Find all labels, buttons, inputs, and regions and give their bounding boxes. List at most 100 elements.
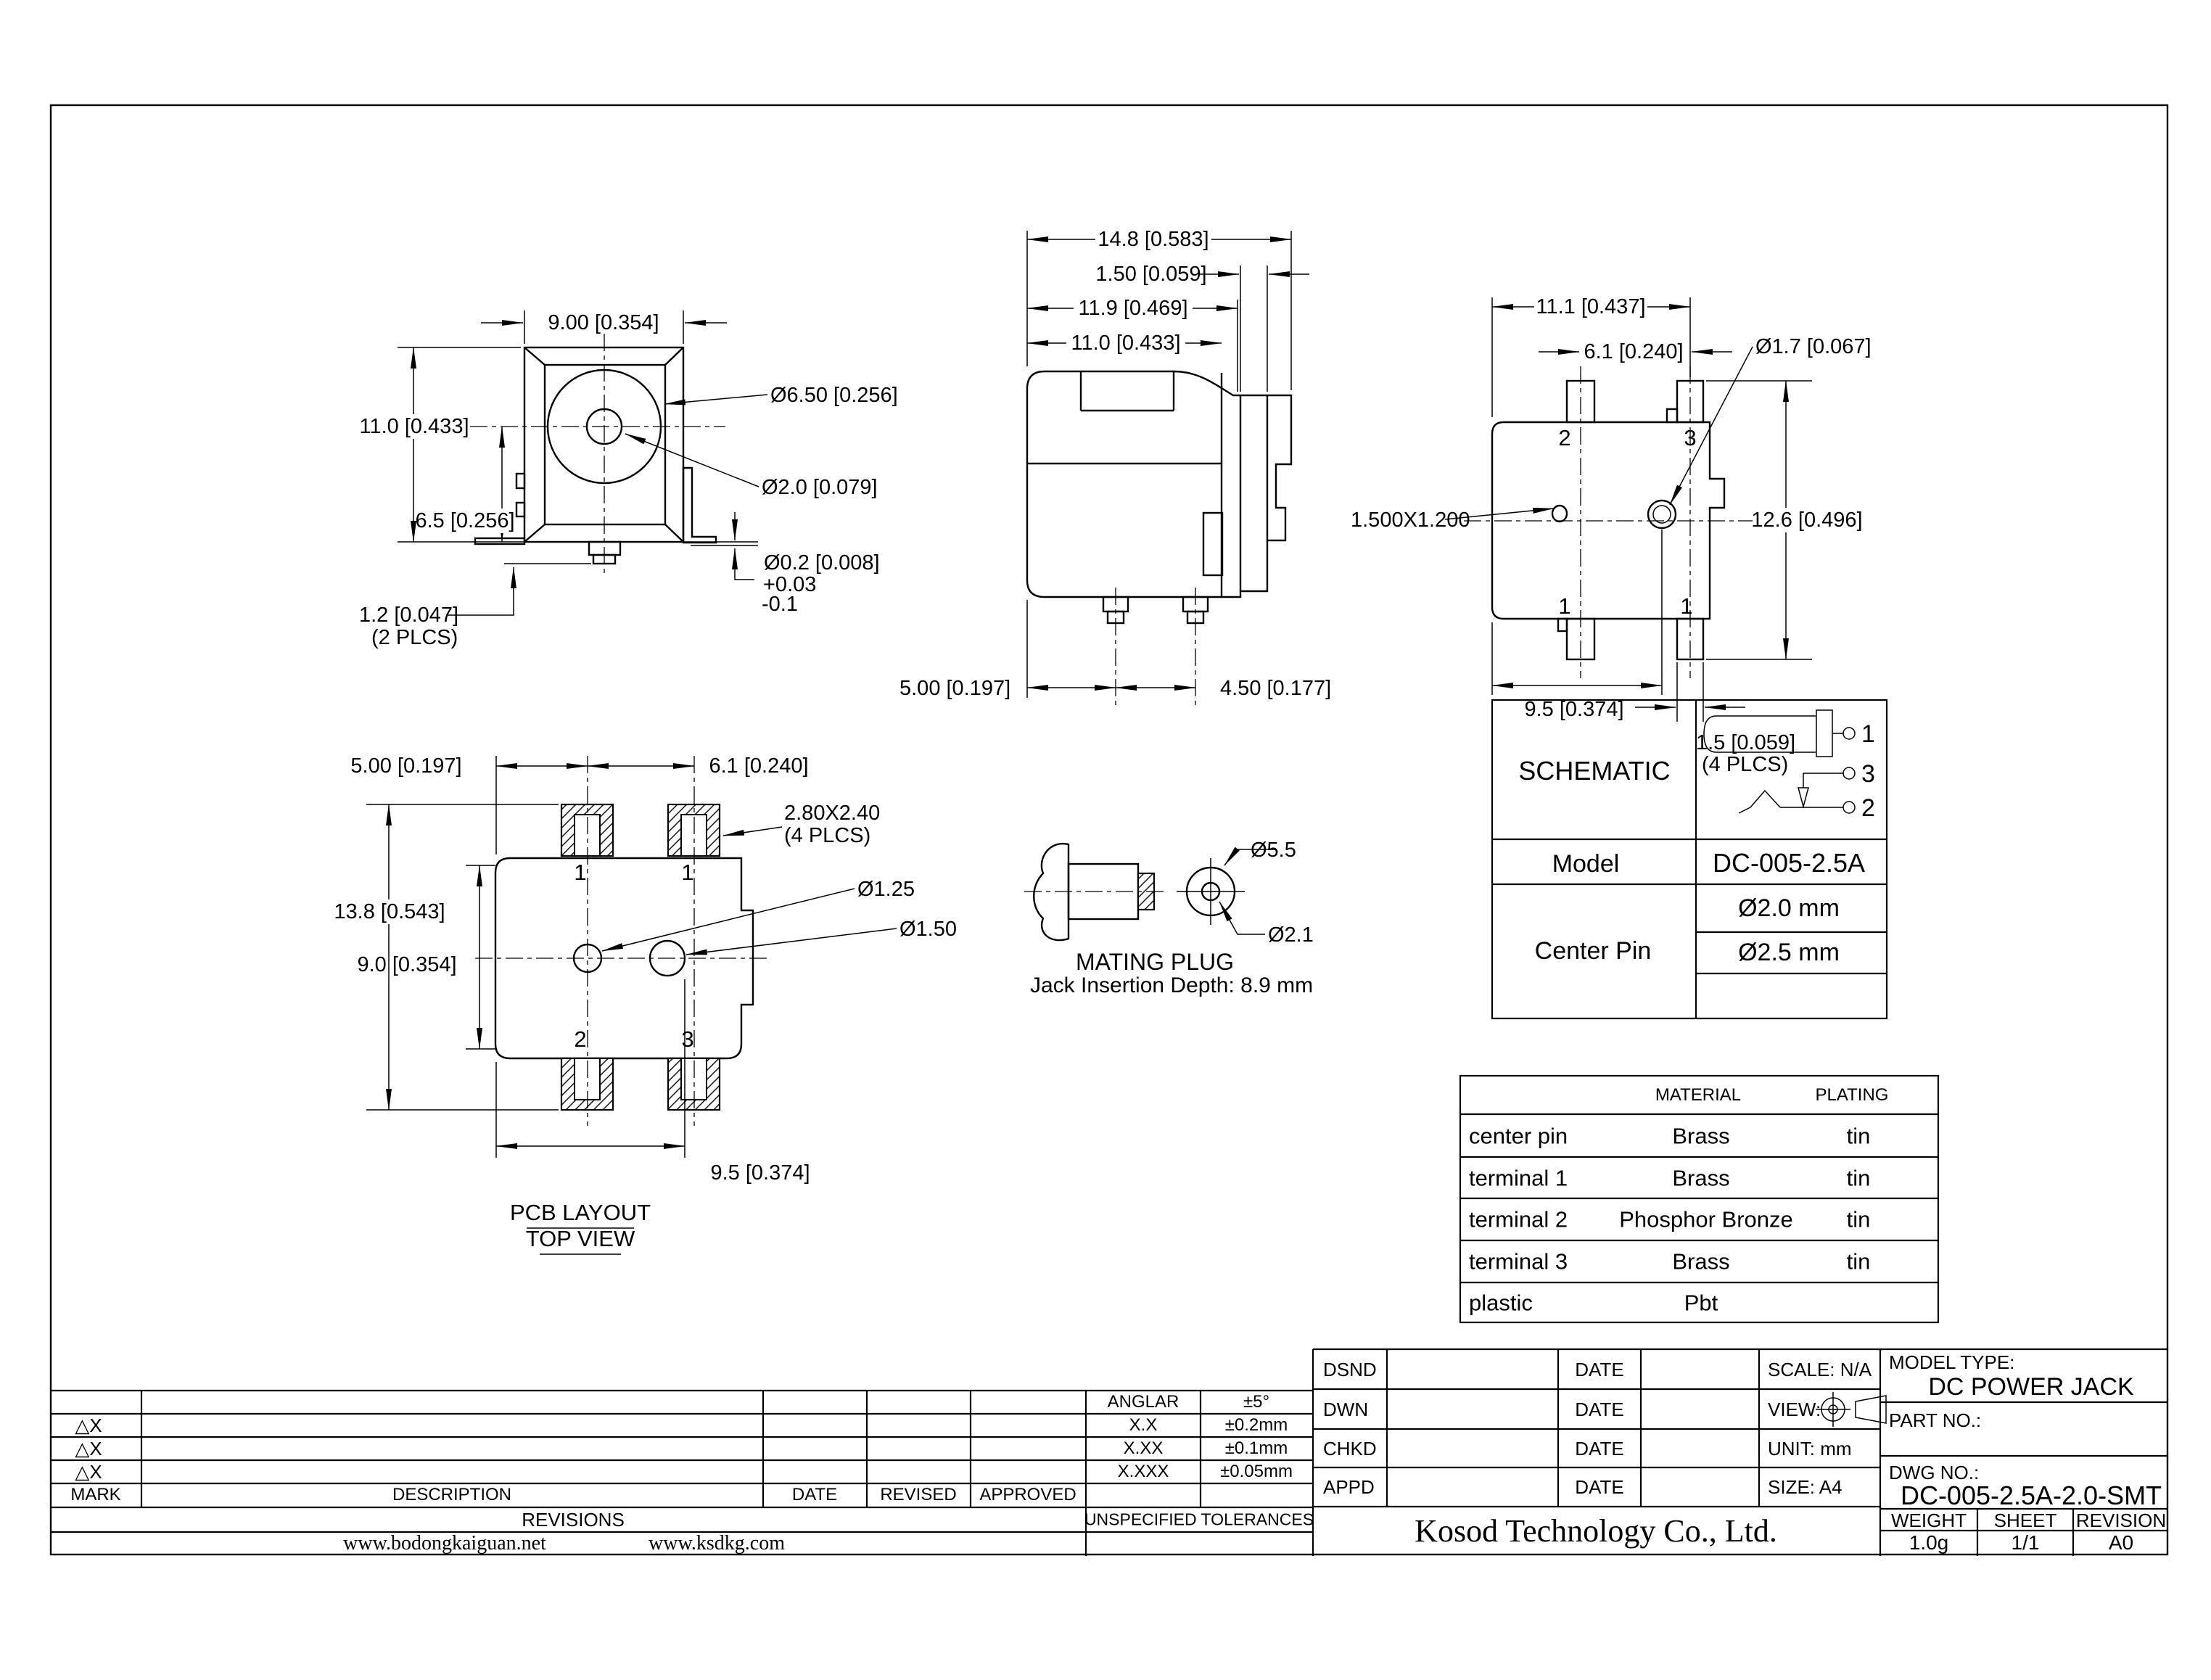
side-dim-pitch: 4.50 [0.177] (1115, 677, 1331, 700)
appd-label: APPD (1323, 1476, 1375, 1498)
front-dim-center-label: 6.5 [0.256] (415, 509, 514, 532)
front-dim-standoff: Ø0.2 [0.008] +0.03 -0.1 (732, 512, 880, 616)
front-dim-outer-label: Ø6.50 [0.256] (770, 384, 898, 407)
pcb-dim-hole2: Ø1.50 (685, 918, 957, 955)
material-row-part: center pin (1469, 1123, 1568, 1149)
top-view: 2 3 1 1 11.1 [0.437] 6.1 [0.240] Ø1.7 [0… (1351, 295, 1872, 776)
company-url-1: www.bodongkaiguan.net (343, 1532, 546, 1555)
side-dim-b1: 11.0 [0.433] (1026, 331, 1222, 355)
sheet-frame (49, 104, 2169, 1556)
dwg-no-label: DWG NO.: (1889, 1462, 1980, 1483)
side-dim-b2-label: 11.9 [0.469] (1078, 297, 1187, 320)
tolerance-value: ±5° (1243, 1392, 1270, 1412)
view-label: VIEW: (1768, 1399, 1821, 1420)
side-view: 14.8 [0.583] 1.50 [0.059] 11.9 [0.469] 1… (899, 227, 1331, 707)
plug-note: Jack Insertion Depth: 8.9 mm (1030, 973, 1313, 997)
front-dim-pad-note: (2 PLCS) (371, 626, 458, 649)
revised-column-header: REVISED (880, 1485, 957, 1504)
titleblock-grid (51, 1348, 2167, 1556)
front-dim-standoff-label: Ø0.2 [0.008] (764, 551, 880, 575)
pcb-caption-line1: PCB LAYOUT (510, 1200, 651, 1225)
material-row-plating: tin (1846, 1206, 1871, 1232)
center-pin-d2: Ø2.5 mm (1738, 939, 1840, 966)
sheet-label: SHEET (1993, 1510, 2057, 1531)
model-value: DC-005-2.5A (1712, 848, 1866, 878)
front-tol-plus: +0.03 (763, 573, 816, 596)
pcb-pad1b-num: 1 (681, 860, 693, 885)
company-name: Kosod Technology Co., Ltd. (1415, 1513, 1777, 1549)
material-row-part: terminal 2 (1469, 1206, 1568, 1232)
plug-dim-inner-label: Ø2.1 (1268, 923, 1314, 947)
top-dim-width: 11.1 [0.437] (1491, 295, 1691, 417)
dwg-no-value: DC-005-2.5A-2.0-SMT (1900, 1481, 2162, 1510)
dsnd-label: DSND (1323, 1359, 1377, 1380)
front-tol-minus: -0.1 (762, 593, 798, 616)
projection-symbol-icon (1816, 1392, 1887, 1427)
schematic-symbol: 1 3 2 (1703, 709, 1875, 822)
side-dim-tip: 1.50 [0.059] (1095, 263, 1309, 392)
material-row-part: terminal 1 (1469, 1165, 1568, 1191)
top-dim-pad-label: 1.5 [0.059] (1696, 731, 1795, 754)
pcb-dim-hole1: Ø1.25 (601, 878, 915, 952)
date-label: DATE (1575, 1438, 1624, 1459)
tolerance-value: ±0.1mm (1224, 1438, 1288, 1458)
side-dim-foot-label: 5.00 [0.197] (899, 677, 1010, 700)
pcb-dim-hole-x: 9.5 [0.374] (495, 979, 810, 1185)
pcb-dim-mid-label: 9.0 [0.354] (357, 953, 456, 976)
size-label: SIZE: A4 (1768, 1476, 1842, 1498)
model-type-value: DC POWER JACK (1928, 1373, 2134, 1401)
approved-column-header: APPROVED (979, 1485, 1076, 1504)
unit-label: UNIT: mm (1768, 1438, 1852, 1459)
date-label: DATE (1575, 1399, 1624, 1420)
top-dim-pitch: 6.1 [0.240] (1539, 340, 1732, 363)
tolerance-label: ANGLAR (1107, 1392, 1179, 1412)
top-dim-slot-label: 1.500X1.200 (1351, 508, 1470, 532)
front-dim-width-label: 9.00 [0.354] (548, 311, 659, 334)
pcb-body-outline (494, 857, 754, 1060)
top-dim-pad-note: (4 PLCS) (1702, 753, 1788, 776)
materials-header-plating: PLATING (1815, 1085, 1889, 1105)
top-dim-pitch-label: 6.1 [0.240] (1584, 340, 1683, 363)
top-dim-height-label: 12.6 [0.496] (1751, 508, 1862, 532)
pcb-dim-pad-label: 2.80X2.40 (784, 802, 880, 825)
center-pin-label: Center Pin (1534, 937, 1652, 965)
unspecified-tolerances-title: UNSPECIFIED TOLERANCES (1084, 1510, 1314, 1529)
tolerance-label: X.X (1129, 1415, 1158, 1435)
chkd-label: CHKD (1323, 1438, 1377, 1459)
material-row-part: terminal 3 (1469, 1248, 1568, 1275)
pcb-pad2-num: 2 (574, 1026, 586, 1052)
pcb-dim-left-label: 5.00 [0.197] (350, 754, 461, 778)
schematic-pin3: 3 (1861, 760, 1875, 788)
pcb-layout-view: 1 1 2 3 5.00 [0.197] 6.1 [0.240] 2.80X2.… (334, 754, 957, 1255)
top-dim-hole-x: 9.5 [0.374] (1491, 530, 1663, 721)
pcb-dim-pad-note: (4 PLCS) (784, 824, 870, 847)
schematic-title: SCHEMATIC (1518, 756, 1671, 786)
top-dim-slot: 1.500X1.200 (1351, 507, 1555, 532)
material-row-material: Brass (1672, 1123, 1730, 1149)
front-dim-pin: Ø2.0 [0.079] (625, 433, 878, 499)
top-body-outline (1491, 421, 1726, 620)
plug-title: MATING PLUG (1076, 949, 1234, 975)
center-pin-d1: Ø2.0 mm (1738, 894, 1840, 922)
material-row-material: Brass (1672, 1248, 1730, 1275)
pcb-dim-top: 5.00 [0.197] 6.1 [0.240] (350, 754, 809, 855)
top-terminal3-num: 3 (1684, 425, 1696, 450)
date-column-header: DATE (791, 1485, 838, 1504)
mating-plug-view: Ø5.5 Ø2.1 MATING PLUG Jack Insertion Dep… (1024, 839, 1314, 997)
front-dim-width: 9.00 [0.354] (481, 310, 727, 344)
side-dim-total-label: 14.8 [0.583] (1098, 228, 1209, 251)
schematic-table-grid (1491, 699, 1888, 1020)
part-no-label: PART NO.: (1889, 1409, 1982, 1431)
revision-mark-row: △X (75, 1415, 102, 1436)
front-dim-center: 6.5 [0.256] (415, 426, 515, 543)
side-dim-b2: 11.9 [0.469] (1026, 296, 1238, 392)
top-dim-width-label: 11.1 [0.437] (1536, 295, 1645, 318)
material-row-plating: tin (1846, 1123, 1871, 1149)
pcb-dim-pitch-label: 6.1 [0.240] (709, 754, 808, 778)
date-label: DATE (1575, 1359, 1624, 1380)
material-row-plating: tin (1846, 1165, 1871, 1191)
pcb-caption-line2: TOP VIEW (526, 1226, 635, 1251)
date-label: DATE (1575, 1476, 1624, 1498)
top-dim-hole: Ø1.7 [0.067] (1669, 335, 1872, 506)
